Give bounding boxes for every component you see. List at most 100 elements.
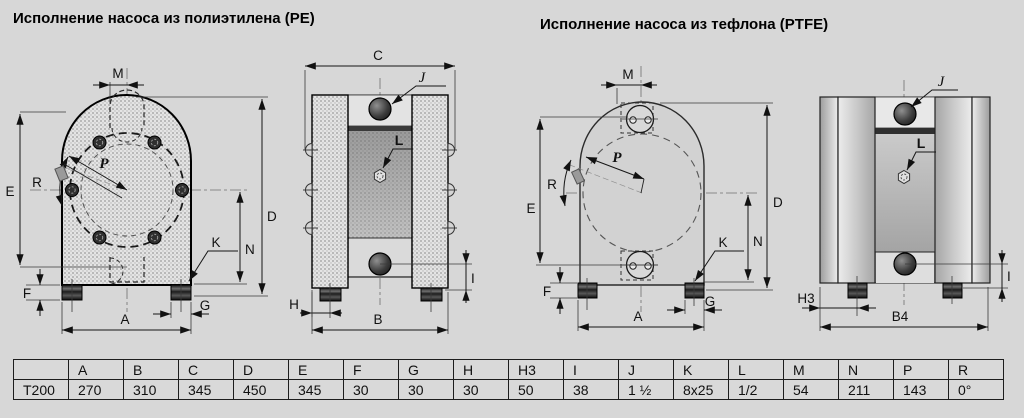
angled-bolt [570,168,586,185]
dim-label-K: K [211,235,220,250]
col-header-G: G [398,359,454,380]
dim-label-L: L [395,132,404,148]
dim-label-G: G [705,294,716,309]
cell-D: 450 [233,379,289,400]
col-header-C: C [178,359,234,380]
top-bar [348,126,412,131]
cell-G: 30 [398,379,454,400]
ptfe-front-view: M E D N F A [526,66,783,331]
cell-H: 30 [453,379,509,400]
col-header-model [13,359,69,380]
col-header-H: H [453,359,509,380]
col-header-A: A [68,359,124,380]
dim-label-K: K [718,235,727,250]
cell-F: 30 [343,379,399,400]
dimensions-table: A B C D E F G H H3 I J K L M N P R T200 … [13,359,1004,400]
cell-L: 1/2 [728,379,784,400]
col-header-J: J [618,359,674,380]
right-column [934,96,973,284]
dim-label-J: J [938,74,946,90]
inner-circle [80,143,174,237]
cell-J: 1 ½ [618,379,674,400]
dim-label-M: M [622,67,633,82]
dim-label-R: R [547,177,557,192]
angled-bolt [54,165,69,182]
col-header-P: P [893,359,949,380]
dim-label-C: C [373,48,383,63]
cell-H3: 50 [508,379,564,400]
foot-right [942,282,963,299]
col-header-M: M [783,359,839,380]
cell-K: 8x25 [673,379,729,400]
col-header-F: F [343,359,399,380]
col-header-E: E [288,359,344,380]
left-column [837,96,876,284]
dim-label-L: L [917,135,926,151]
col-header-N: N [838,359,894,380]
foot-left [847,282,868,299]
title-pe: Исполнение насоса из полиэтилена (PE) [13,10,315,27]
cell-A: 270 [68,379,124,400]
foot-left [577,282,598,299]
cell-I: 38 [563,379,619,400]
dim-label-A: A [120,312,129,327]
col-header-D: D [233,359,289,380]
top-flange [620,102,658,134]
top-port [368,97,392,121]
ptfe-side-view: J L I H3 B4 [797,74,1011,331]
dim-label-I: I [471,271,475,286]
dim-label-H: H [289,297,299,312]
dimensions-pe-front: M E D N F A [5,66,277,334]
dim-label-M: M [112,66,123,81]
dim-label-G: G [200,298,211,313]
air-valve-fitting [373,168,387,184]
pump-body-ptfe [579,101,705,286]
foot-right [420,287,443,302]
bottom-port-hidden [109,257,145,283]
foot-right [684,282,705,299]
col-header-K: K [673,359,729,380]
col-header-L: L [728,359,784,380]
top-port-hidden [109,89,145,128]
dim-label-D: D [773,195,783,210]
cell-B: 310 [123,379,179,400]
col-header-R: R [948,359,1004,380]
col-header-I: I [563,359,619,380]
top-port [893,102,917,126]
table-header-row: A B C D E F G H H3 I J K L M N P R [13,359,1004,380]
cell-M: 54 [783,379,839,400]
dim-label-E: E [526,201,535,216]
pe-front-view: M E D N F A [5,66,277,334]
dim-label-N: N [753,234,763,249]
dim-label-E: E [5,184,14,199]
dimensions-ptfe-side: J L I H3 B4 [797,74,1011,331]
pe-side-view: C J L I H B [289,48,475,334]
dim-label-P: P [612,150,622,166]
air-valve-fitting [897,169,911,185]
dim-label-P: P [99,156,109,172]
right-column [411,94,449,289]
cell-P: 143 [893,379,949,400]
cell-E: 345 [288,379,344,400]
foot-left [319,287,342,302]
dim-label-A: A [633,309,642,324]
cell-N: 211 [838,379,894,400]
dim-label-F: F [543,284,551,299]
col-header-B: B [123,359,179,380]
dim-label-I: I [1007,269,1011,284]
dim-label-J: J [419,70,427,86]
cell-model: T200 [13,379,69,400]
dim-label-B4: B4 [892,309,909,324]
dim-label-N: N [245,242,255,257]
top-bar [875,128,935,134]
dimensions-pe-side: C J L I H B [289,48,475,334]
left-outer-column [819,96,839,284]
left-column [311,94,349,289]
dim-label-B: B [373,312,382,327]
pump-drawings: M E D N F A [5,48,1011,334]
title-ptfe: Исполнение насоса из тефлона (PTFE) [540,16,829,33]
table-row-t200: T200 270 310 345 450 345 30 30 30 50 38 … [13,379,1004,400]
side-bolts [303,142,457,236]
dim-label-D: D [267,209,277,224]
